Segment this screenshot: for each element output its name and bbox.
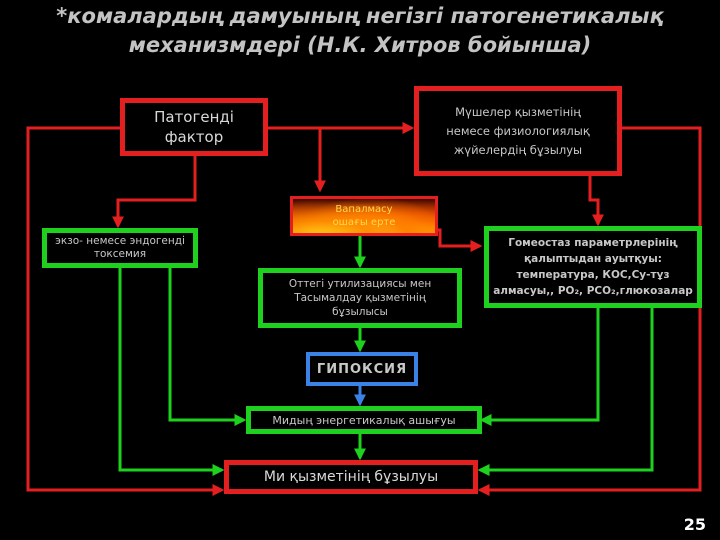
hypoxia-box: ГИПОКСИЯ: [306, 352, 418, 386]
inflammation-line1: Вапалмасу: [335, 204, 393, 215]
inflammation-focus-box: Вапалмасу ошағы ерте: [290, 196, 438, 236]
oxygen-transport-line3: бұзылысы: [332, 306, 388, 318]
brain-energy-box: Мидың энергетикалық ашығуы: [246, 406, 482, 434]
brain-energy-label: Мидың энергетикалық ашығуы: [272, 413, 456, 427]
arrow-left-loop-to-brain: [26, 126, 225, 496]
homeostasis-line3: температура, КОС,Су-тұз: [516, 269, 670, 281]
brain-dysfunction-box: Ми қызметінің бұзылуы: [224, 460, 478, 494]
hypoxia-label: ГИПОКСИЯ: [316, 361, 408, 377]
homeostasis-line2: қалыптыдан ауытқуы:: [524, 253, 662, 265]
homeostasis-line4: алмасуы,, PO₂, PCO₂,глюкозалар: [493, 285, 693, 297]
slide-title-line1: *комалардың дамуының негізгі патогенетик…: [56, 4, 664, 28]
brain-dysfunction-label: Ми қызметінің бұзылуы: [263, 469, 439, 485]
organ-dysfunction-box: Мүшелер қызметінің немесе физиологиялық …: [414, 86, 622, 176]
organ-dysfunction-line2: немесе физиологиялық: [446, 123, 590, 138]
slide-title: *комалардың дамуының негізгі патогенетик…: [20, 2, 700, 60]
slide-title-line2: механизмдері (Н.К. Хитров бойынша): [128, 33, 592, 57]
pathogenic-factor-box: Патогенді фактор: [120, 98, 268, 156]
oxygen-transport-line2: Тасымалдау қызметінің: [294, 292, 426, 304]
toxemia-line1: экзо- немесе эндогенді: [55, 235, 185, 247]
arrow-homeostasis-to-energy: [479, 306, 600, 426]
arrow-factor-to-toxemia: [112, 152, 197, 229]
inflammation-line2: ошағы ерте: [332, 217, 396, 228]
oxygen-transport-box: Оттегі утилизациясы мен Тасымалдау қызме…: [258, 268, 462, 328]
arrow-toxemia-to-brain: [118, 266, 225, 476]
oxygen-transport-line1: Оттегі утилизациясы мен: [288, 278, 432, 290]
pathogenic-factor-line1: Патогенді: [154, 108, 234, 126]
page-number: 25: [683, 515, 706, 534]
homeostasis-box: Гомеостаз параметрлерінің қалыптыдан ауы…: [484, 226, 702, 308]
arrow-homeostasis-to-brain: [477, 306, 654, 476]
arrow-toxemia-to-energy: [168, 266, 247, 426]
toxemia-line2: токсемия: [93, 248, 147, 260]
toxemia-box: экзо- немесе эндогенді токсемия: [42, 228, 198, 268]
organ-dysfunction-line3: жүйелердің бұзылуы: [453, 142, 583, 157]
arrow-right-loop-to-brain: [477, 126, 702, 496]
organ-dysfunction-line1: Мүшелер қызметінің: [455, 104, 581, 119]
homeostasis-line1: Гомеостаз параметрлерінің: [508, 237, 678, 249]
arrow-organ-to-homeostasis: [588, 176, 604, 227]
pathogenic-factor-line2: фактор: [164, 128, 224, 146]
